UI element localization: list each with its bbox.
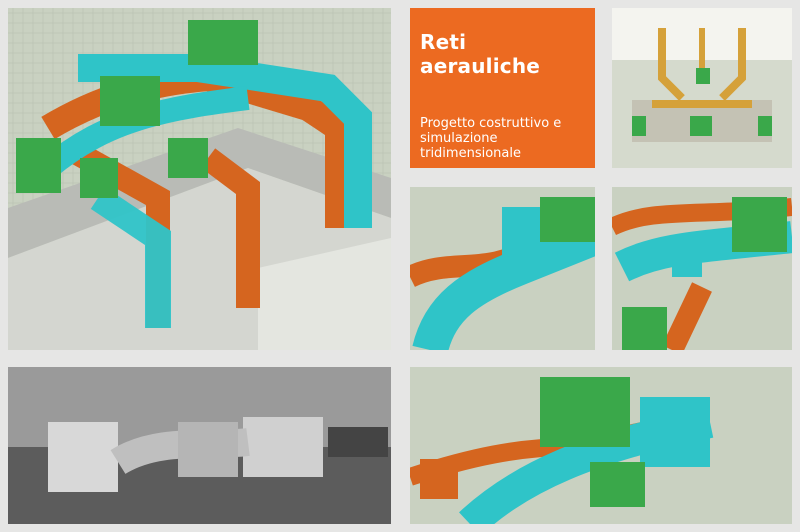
- page-subtitle: Progetto costruttivo e simulazione tridi…: [420, 116, 562, 161]
- render-bottom-image: [410, 367, 792, 524]
- plan-view-image: [612, 8, 792, 168]
- title-card: Reti aerauliche Progetto costruttivo e s…: [410, 8, 595, 168]
- detail-right-image: [612, 187, 792, 350]
- main-render-image: [8, 8, 391, 350]
- photo-built-image: [8, 367, 391, 524]
- page-title: Reti aerauliche: [420, 30, 541, 78]
- detail-left-image: [410, 187, 595, 350]
